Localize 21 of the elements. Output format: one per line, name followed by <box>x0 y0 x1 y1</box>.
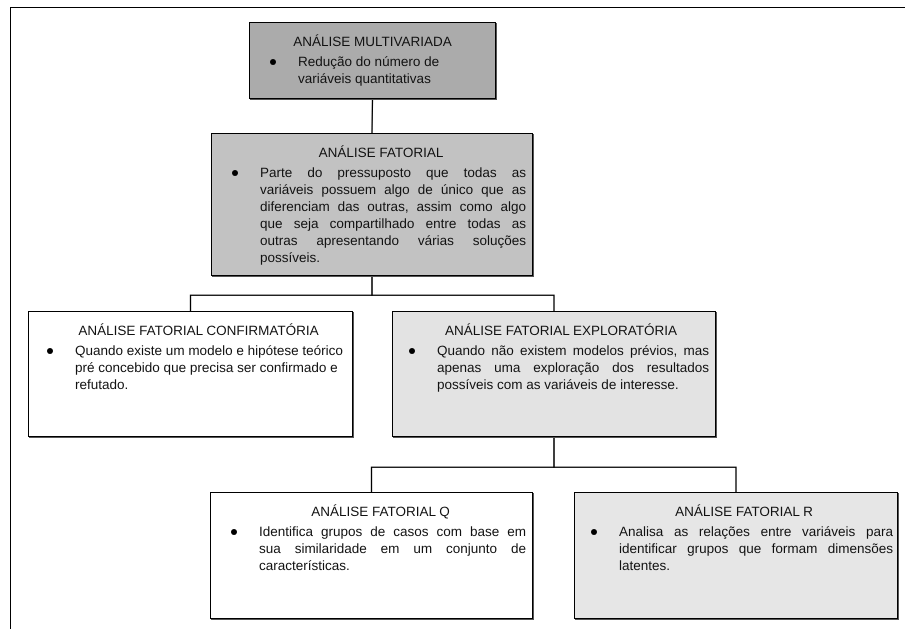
connector-line <box>371 99 374 133</box>
connector-line <box>553 437 737 492</box>
concept-box <box>211 133 533 276</box>
bullet-text: Parte do pressuposto que todas as variáveis possuem algo de único que as diferenciam das outras, assim como algo que seja compartilhado entre todas as outras apresentando várias soluções possíveis. <box>260 164 526 266</box>
box-heading: ANÁLISE MULTIVARIADA <box>292 33 453 50</box>
bullet-text: Redução do número de variáveis quantitativas <box>298 53 440 87</box>
bullet-text: Analisa as relações entre variáveis para identificar grupos que formam dimensões latentes. <box>619 523 893 574</box>
box-heading: ANÁLISE FATORIAL CONFIRMATÓRIA <box>77 322 320 339</box>
concept-box <box>210 492 533 619</box>
concept-box <box>249 22 496 99</box>
concept-box <box>392 311 716 437</box>
bullet-text: Identifica grupos de casos com base em sua similaridade em um conjunto de características. <box>259 523 526 574</box>
bullet-text: Quando existe um modelo e hipótese teórico pré concebido que precisa ser confirmado e refutado. <box>75 342 344 393</box>
box-heading: ANÁLISE FATORIAL R <box>674 503 814 520</box>
concept-box <box>574 492 898 619</box>
box-heading: ANÁLISE FATORIAL EXPLORATÓRIA <box>444 322 678 339</box>
box-heading: ANÁLISE FATORIAL Q <box>310 503 451 520</box>
concept-box <box>28 311 353 437</box>
connector-line <box>371 276 555 311</box>
bullet-text: Quando não existem modelos prévios, mas apenas uma exploração dos resultados possíveis com as variáveis de interesse. <box>437 342 709 393</box>
box-heading: ANÁLISE FATORIAL <box>318 144 444 161</box>
